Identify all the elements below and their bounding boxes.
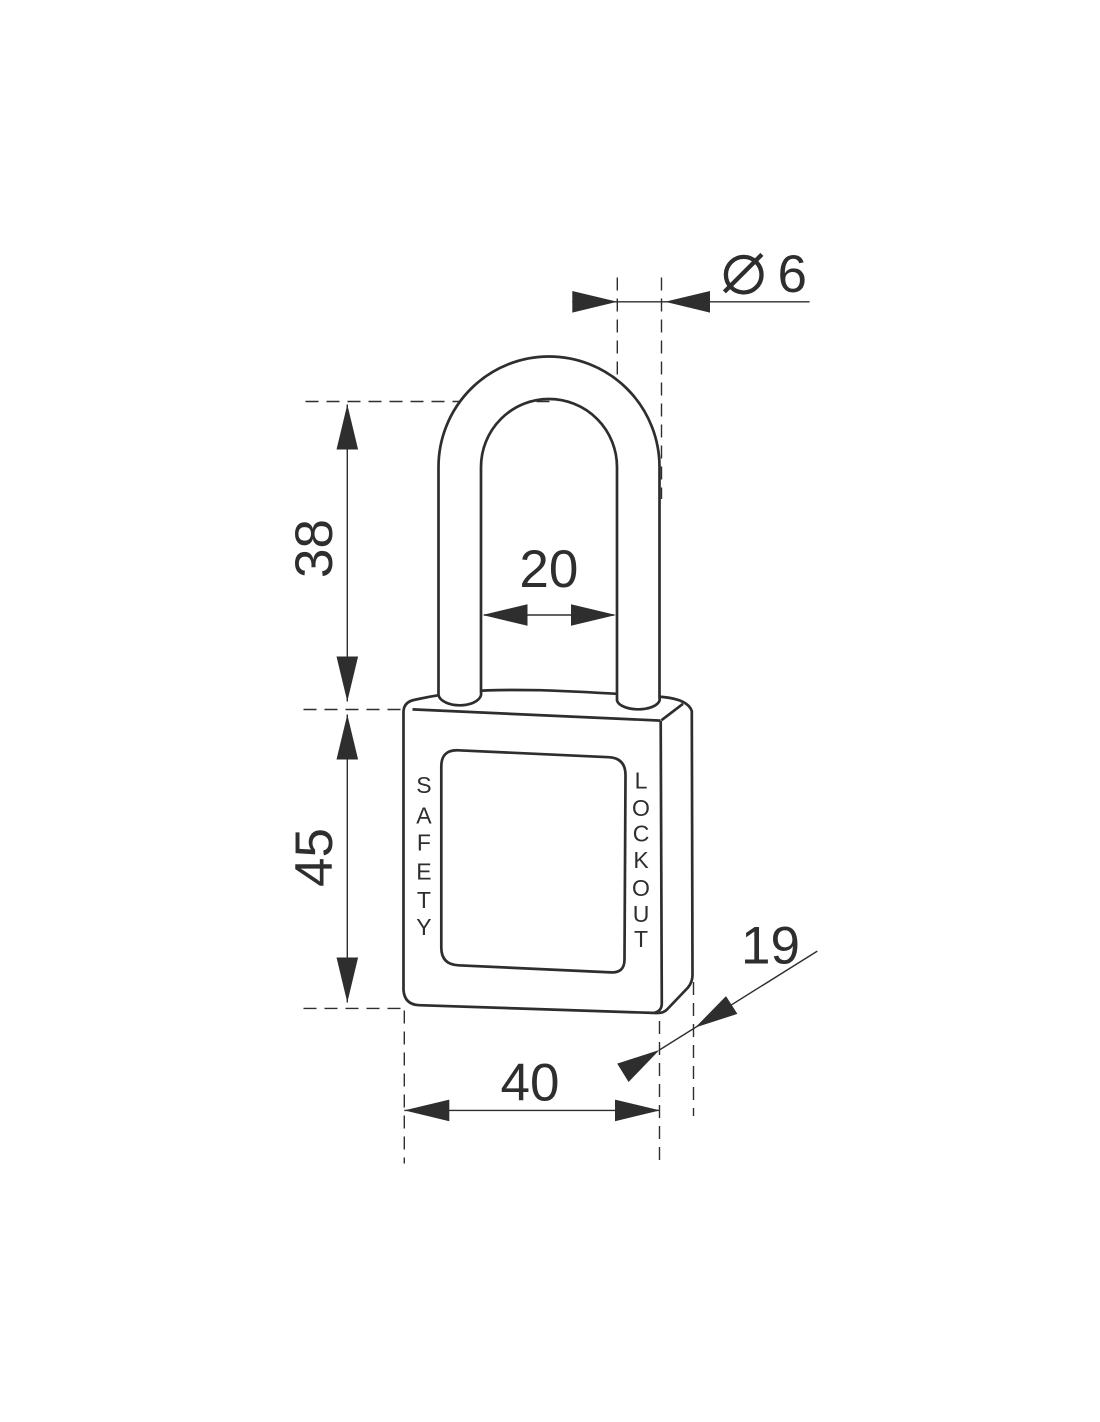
svg-text:U: U [633,901,650,927]
svg-text:6: 6 [777,245,806,304]
svg-text:19: 19 [741,916,800,975]
svg-text:T: T [417,887,431,913]
svg-text:45: 45 [285,828,344,887]
svg-text:S: S [416,772,431,798]
svg-text:T: T [634,926,648,952]
svg-text:O: O [632,795,650,821]
svg-text:A: A [416,802,432,828]
svg-text:38: 38 [285,519,344,578]
svg-text:C: C [633,821,650,847]
svg-text:O: O [632,875,650,901]
svg-text:20: 20 [519,540,578,599]
svg-text:K: K [633,847,649,873]
svg-text:L: L [635,768,648,794]
svg-text:40: 40 [501,1054,560,1113]
svg-text:F: F [417,830,431,856]
svg-text:E: E [416,859,431,885]
svg-text:Y: Y [416,914,431,940]
